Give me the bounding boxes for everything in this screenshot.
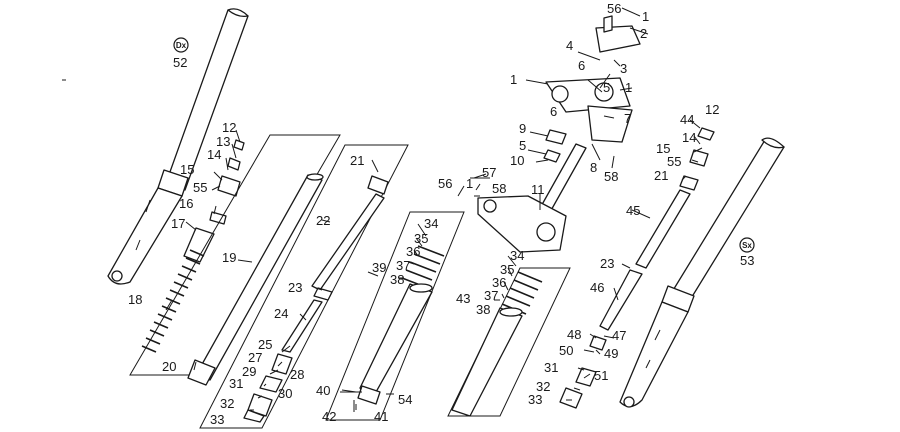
dx-badge-text: Dx <box>176 41 187 50</box>
callout-58: 58 <box>604 169 618 184</box>
right-fork-internals-group <box>325 211 465 421</box>
callout-23: 23 <box>600 256 614 271</box>
callout-9: 9 <box>519 121 526 136</box>
callout-25: 25 <box>258 337 272 352</box>
callout-18: 18 <box>128 292 142 307</box>
callout-21: 21 <box>654 168 668 183</box>
callout-32: 32 <box>536 379 550 394</box>
callout-34: 34 <box>424 216 438 231</box>
callout-12: 12 <box>222 120 236 135</box>
left-internal-parts <box>141 139 245 353</box>
left-cartridge-group <box>129 134 341 386</box>
callout-31: 31 <box>229 376 243 391</box>
callout-10: 10 <box>510 153 524 168</box>
dx-badge: Dx <box>173 37 189 53</box>
callout-23: 23 <box>288 280 302 295</box>
callout-56: 56 <box>438 176 452 191</box>
callout-6: 6 <box>550 104 557 119</box>
callout-57: 57 <box>482 165 496 180</box>
callout-43: 43 <box>456 291 470 306</box>
callout-53: 53 <box>740 253 754 268</box>
callout-41: 41 <box>374 409 388 424</box>
left-fork-slider-52 <box>107 8 249 285</box>
callout-40: 40 <box>316 383 330 398</box>
sx-badge-text: Sx <box>742 241 752 250</box>
callout-3: 3 <box>620 61 627 76</box>
callout-6: 6 <box>578 58 585 73</box>
callout-29: 29 <box>242 364 256 379</box>
callout-58: 58 <box>492 181 506 196</box>
callout-19: 19 <box>222 250 236 265</box>
callout-33: 33 <box>528 392 542 407</box>
callout-44: 44 <box>680 112 694 127</box>
callout-50: 50 <box>559 343 573 358</box>
callout-46: 46 <box>590 280 604 295</box>
right-internal-parts <box>559 127 715 409</box>
callout-21: 21 <box>350 153 364 168</box>
callout-47: 47 <box>612 328 626 343</box>
callout-24: 24 <box>274 306 288 321</box>
callout-5: 5 <box>603 80 610 95</box>
callout-49: 49 <box>604 346 618 361</box>
callout-16: 16 <box>179 196 193 211</box>
callout-5: 5 <box>519 138 526 153</box>
callout-39: 39 <box>372 260 386 275</box>
callout-36: 36 <box>406 244 420 259</box>
callout-34: 34 <box>510 248 524 263</box>
callout-56: 56 <box>607 1 621 16</box>
callout-52: 52 <box>173 55 187 70</box>
callout-13: 13 <box>216 134 230 149</box>
callout-2: 2 <box>640 26 647 41</box>
callout-20: 20 <box>162 359 176 374</box>
callout-14: 14 <box>682 130 696 145</box>
callout-11: 11 <box>531 182 545 197</box>
callout-55: 55 <box>667 154 681 169</box>
callout-28: 28 <box>290 367 304 382</box>
callout-27: 27 <box>248 350 262 365</box>
steering-head-assembly <box>470 15 641 253</box>
callout-1: 1 <box>625 80 632 95</box>
right-fork-slider-53 <box>619 137 785 408</box>
damper-rod-group <box>199 144 409 429</box>
callout-30: 30 <box>278 386 292 401</box>
callout-1: 1 <box>466 176 473 191</box>
callout-54: 54 <box>398 392 412 407</box>
callout-36: 36 <box>492 275 506 290</box>
callout-12: 12 <box>705 102 719 117</box>
leader-lines <box>62 7 703 411</box>
callout-1: 1 <box>642 9 649 24</box>
callout-22: 22 <box>316 213 330 228</box>
callout-38: 38 <box>390 272 404 287</box>
callout-8: 8 <box>590 160 597 175</box>
callout-38: 38 <box>476 302 490 317</box>
callout-31: 31 <box>544 360 558 375</box>
callout-15: 15 <box>656 141 670 156</box>
callout-7: 7 <box>624 111 631 126</box>
callout-1: 1 <box>510 72 517 87</box>
callout-48: 48 <box>567 327 581 342</box>
part-number-labels: 56 1 2 3 4 6 5 1 1 6 7 9 5 10 8 58 57 58… <box>128 1 754 427</box>
callout-51: 51 <box>594 368 608 383</box>
callout-17: 17 <box>171 216 185 231</box>
callout-33: 33 <box>210 412 224 427</box>
callout-37: 37 <box>396 258 410 273</box>
sx-badge: Sx <box>739 237 755 253</box>
callout-45: 45 <box>626 203 640 218</box>
callout-55: 55 <box>193 180 207 195</box>
callout-15: 15 <box>180 162 194 177</box>
callout-35: 35 <box>500 262 514 277</box>
callout-4: 4 <box>566 38 573 53</box>
callout-42: 42 <box>322 409 336 424</box>
callout-35: 35 <box>414 231 428 246</box>
left-fork-internals-group <box>447 267 571 417</box>
callout-14: 14 <box>207 147 221 162</box>
callout-37: 37 <box>484 288 498 303</box>
callout-32: 32 <box>220 396 234 411</box>
